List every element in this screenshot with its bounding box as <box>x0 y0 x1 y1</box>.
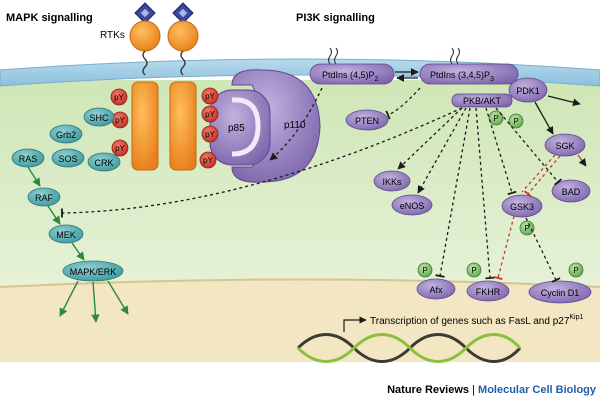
raf-node: RAF <box>27 187 61 207</box>
phospho-pkb-2: P <box>508 113 524 129</box>
enos-node: eNOS <box>391 194 433 216</box>
mapk-arrows <box>27 166 129 323</box>
p110-label: p110 <box>284 120 306 131</box>
p85-label: p85 <box>228 123 245 134</box>
phospho-fkhr: P <box>466 262 482 278</box>
cyclin-d1-node: Cyclin D1 <box>528 280 592 304</box>
svg-text:GSK3: GSK3 <box>510 202 534 212</box>
svg-text:PTEN: PTEN <box>355 116 379 126</box>
svg-text:IKKs: IKKs <box>382 177 402 187</box>
svg-text:P: P <box>493 114 498 123</box>
svg-text:PtdIns (3,4,5)P3: PtdIns (3,4,5)P3 <box>430 70 494 83</box>
pi3k-title: PI3K signalling <box>296 12 375 24</box>
rtks-label: RTKs <box>100 30 125 41</box>
sos-node: SOS <box>51 148 85 168</box>
svg-text:P: P <box>524 224 529 233</box>
caption: Nature Reviews | Molecular Cell Biology <box>360 384 596 396</box>
dna-helix <box>296 333 522 363</box>
phospho-cyclin: P <box>568 262 584 278</box>
fkhr-node: FKHR <box>466 280 510 302</box>
svg-text:RAS: RAS <box>19 154 38 164</box>
svg-text:MAPK/ERK: MAPK/ERK <box>70 267 117 277</box>
svg-text:Cyclin D1: Cyclin D1 <box>541 288 580 298</box>
rtk-receptor-1 <box>129 2 161 171</box>
py-site: pY <box>111 139 129 157</box>
py-site: pY <box>199 151 217 169</box>
sgk-inhibition <box>493 154 587 281</box>
caption-subject: Molecular Cell Biology <box>478 384 596 396</box>
transcription-label: Transcription of genes such as FasL and … <box>370 314 583 327</box>
svg-text:MEK: MEK <box>56 230 76 240</box>
svg-text:pY: pY <box>205 92 215 101</box>
svg-text:SGK: SGK <box>555 141 574 151</box>
sgk-node: SGK <box>544 133 586 157</box>
svg-text:eNOS: eNOS <box>400 201 425 211</box>
pip3-node: PtdIns (3,4,5)P3 <box>419 47 519 85</box>
crk-node: CRK <box>87 152 121 172</box>
svg-text:SHC: SHC <box>89 113 109 123</box>
phospho-gsk3: P <box>519 220 535 236</box>
shc-node: SHC <box>83 107 115 127</box>
svg-text:Afx: Afx <box>429 285 443 295</box>
pkb-akt-node: PKB/AKT <box>451 93 513 108</box>
phospho-afx: P <box>417 262 433 278</box>
gsk3-node: GSK3 <box>501 194 543 218</box>
ras-node: RAS <box>11 148 45 168</box>
svg-text:PtdIns (4,5)P2: PtdIns (4,5)P2 <box>322 70 379 83</box>
svg-text:P: P <box>422 266 427 275</box>
svg-text:pY: pY <box>205 130 215 139</box>
ikks-node: IKKs <box>373 170 411 192</box>
mapk-cascade: SHC Grb2 RAS SOS CRK RAF MEK MAPK/ERK <box>11 107 124 282</box>
svg-text:pY: pY <box>115 144 125 153</box>
svg-text:BAD: BAD <box>562 187 581 197</box>
pdk1-node: PDK1 <box>508 77 548 103</box>
pip2-node: PtdIns (4,5)P2 <box>309 47 395 85</box>
svg-text:P: P <box>573 266 578 275</box>
svg-text:pY: pY <box>115 116 125 125</box>
svg-text:P: P <box>513 117 518 126</box>
svg-text:CRK: CRK <box>94 158 113 168</box>
svg-text:P: P <box>471 266 476 275</box>
pten-node: PTEN <box>345 109 389 131</box>
py-site: pY <box>201 125 219 143</box>
py-site: pY <box>201 105 219 123</box>
py-site: pY <box>111 111 129 129</box>
svg-text:Grb2: Grb2 <box>56 130 76 140</box>
py-site: pY <box>201 87 219 105</box>
svg-text:pY: pY <box>114 93 124 102</box>
rtk-receptor-2 <box>167 2 199 171</box>
svg-text:pY: pY <box>205 110 215 119</box>
svg-text:SOS: SOS <box>58 154 77 164</box>
py-site: pY <box>110 88 128 106</box>
svg-text:pY: pY <box>203 156 213 165</box>
grb2-node: Grb2 <box>49 124 83 144</box>
svg-text:FKHR: FKHR <box>476 287 501 297</box>
transcription-arrow <box>343 316 367 332</box>
bad-node: BAD <box>551 179 591 203</box>
mek-node: MEK <box>48 224 84 244</box>
caption-journal: Nature Reviews <box>387 384 470 396</box>
svg-text:PKB/AKT: PKB/AKT <box>463 96 502 106</box>
mapk-title: MAPK signalling <box>6 12 93 24</box>
afx-node: Afx <box>416 278 456 300</box>
py-sites: pY pY pY pY pY pY pY <box>110 87 219 169</box>
mapk-erk-node: MAPK/ERK <box>62 260 124 282</box>
phospho-pkb-1: P <box>488 110 504 126</box>
caption-separator: | <box>469 384 479 396</box>
svg-text:PDK1: PDK1 <box>516 86 540 96</box>
nucleus <box>0 279 600 362</box>
svg-text:RAF: RAF <box>35 193 54 203</box>
pi3k-complex: p85 p110 <box>209 69 321 183</box>
